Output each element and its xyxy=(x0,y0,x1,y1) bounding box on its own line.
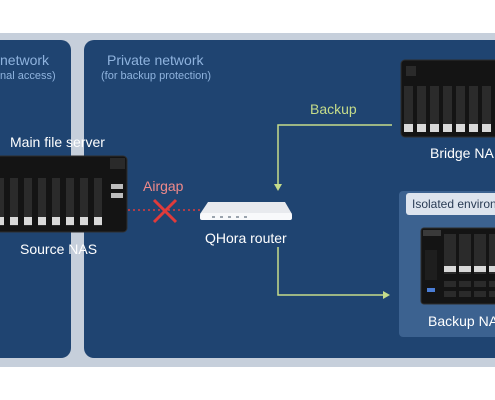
main-file-server-label: Main file server xyxy=(10,134,105,150)
right-panel-subtitle: (for backup protection) xyxy=(101,70,212,82)
router-icon xyxy=(200,202,292,220)
backup-label: Backup xyxy=(310,101,357,117)
arrow-icon xyxy=(274,124,392,191)
nas-icon xyxy=(420,227,495,305)
right-panel-title: Private network xyxy=(107,52,204,68)
source-nas-label: Source NAS xyxy=(20,241,98,257)
nas-icon xyxy=(400,59,495,138)
isolated-environment-tag: Isolated environ xyxy=(406,193,495,215)
left-panel-subtitle: nal access) xyxy=(0,70,56,82)
backup-nas-label: Backup NA xyxy=(428,313,495,329)
bridge-nas-label: Bridge NA xyxy=(430,145,494,161)
arrow-icon xyxy=(277,247,390,299)
router-label: QHora router xyxy=(205,230,287,246)
left-panel-title: network xyxy=(0,52,50,68)
nas-icon xyxy=(0,155,128,233)
isolated-environment-label: Isolated environ xyxy=(412,197,495,211)
airgap-label: Airgap xyxy=(143,178,184,194)
cross-icon xyxy=(152,198,178,224)
